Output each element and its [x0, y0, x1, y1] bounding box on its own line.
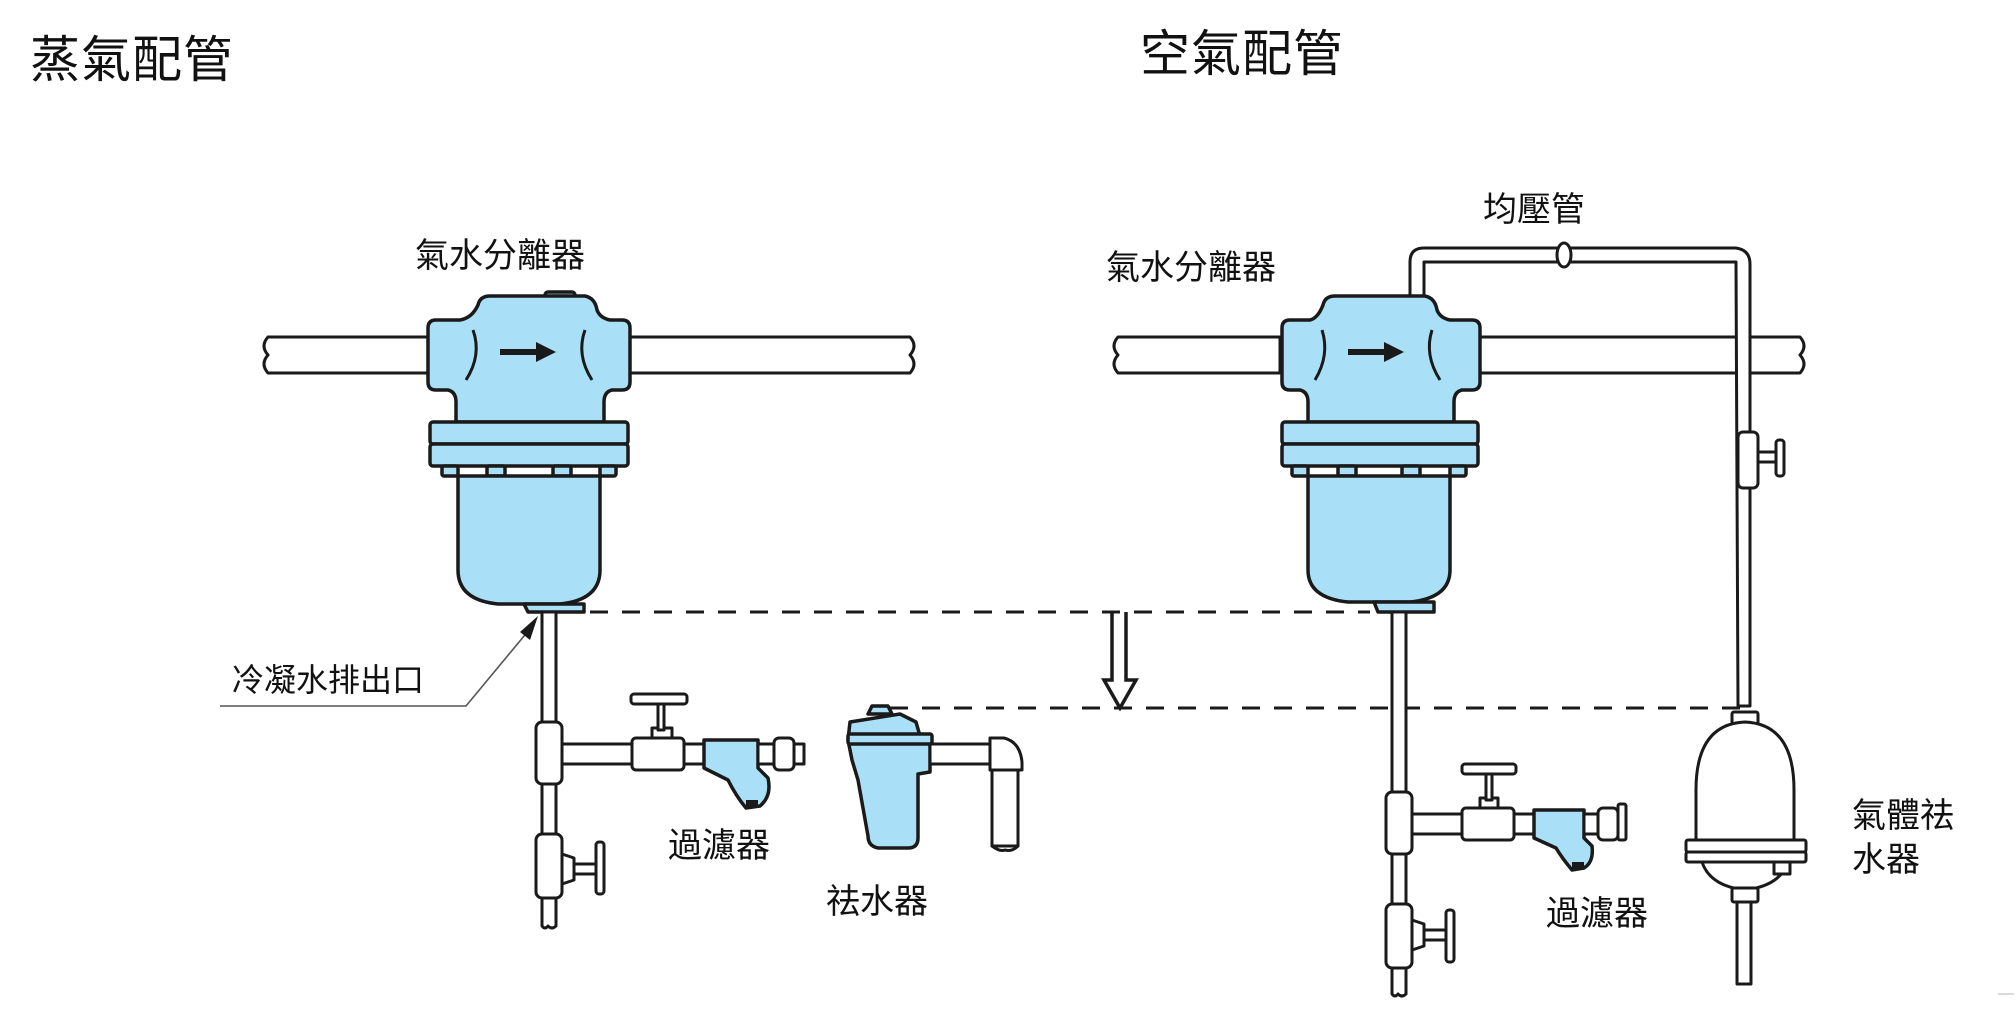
steam-piping-title: 蒸氣配管 [30, 31, 234, 89]
steam-separator [426, 290, 632, 614]
air-trap-label-line2: 水器 [1852, 840, 1920, 880]
air-drain-pipe [1384, 610, 1414, 998]
steam-main-pipe [262, 335, 916, 375]
balance-pipe [1408, 241, 1786, 708]
balance-pipe-label: 均壓管 [1483, 190, 1585, 230]
steam-separator-label: 氣水分離器 [415, 236, 585, 276]
condensate-outlet-pointer [220, 616, 538, 707]
air-separator-label: 氣水分離器 [1106, 248, 1276, 288]
air-piping-title: 空氣配管 [1140, 25, 1344, 83]
steam-drain-valve [560, 840, 606, 896]
air-drain-valve [1410, 908, 1456, 964]
steam-strainer-label: 過濾器 [668, 826, 770, 866]
air-separator [1280, 294, 1482, 614]
air-main-pipe [1112, 335, 1806, 375]
air-trap-label-line1: 氣體祛 [1852, 796, 1954, 836]
air-trap [1684, 710, 1808, 986]
air-strainer-label: 過濾器 [1546, 894, 1648, 934]
air-branch-line [1410, 762, 1628, 872]
level-lines [590, 610, 1740, 710]
steam-trap-label: 祛水器 [826, 882, 928, 922]
steam-branch-line [560, 692, 806, 810]
head-down-arrow-icon [1100, 612, 1140, 712]
condensate-outlet-label: 冷凝水排出口 [232, 661, 425, 699]
steam-drain-pipe [534, 610, 564, 930]
steam-trap [846, 704, 1024, 852]
